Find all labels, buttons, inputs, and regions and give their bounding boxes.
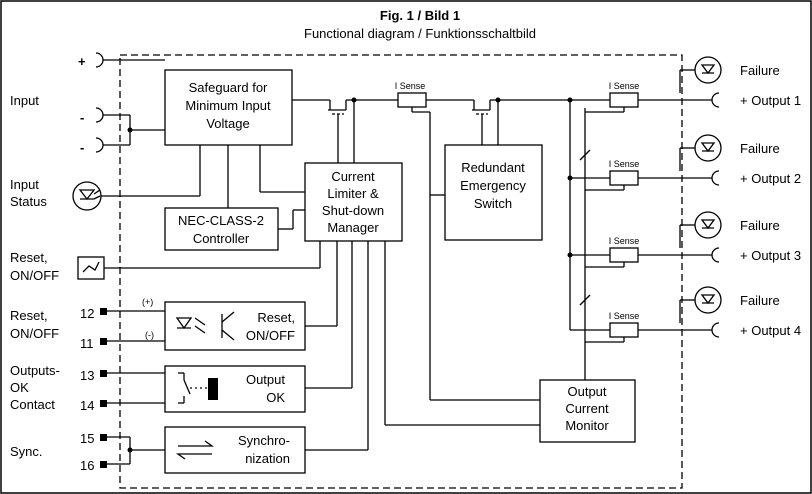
- terminal-11-label: 11: [80, 336, 94, 351]
- output-2-connector: [711, 170, 720, 186]
- redundant-line3: Switch: [474, 196, 512, 211]
- terminal-14-label: 14: [80, 398, 94, 413]
- sync-line1: Synchro-: [238, 433, 290, 448]
- label-reset-2b: ON/OFF: [10, 326, 59, 341]
- sync-arrows-icon: [175, 440, 215, 460]
- label-input-status-2: Status: [10, 194, 47, 209]
- input-minus2-connector: [95, 137, 104, 153]
- output-2-label: + Output 2: [740, 171, 801, 186]
- label-reset-1a: Reset,: [10, 250, 48, 265]
- terminal-13-label: 13: [80, 368, 94, 383]
- terminal-13[interactable]: [100, 370, 107, 377]
- output-1-connector: [711, 92, 720, 108]
- isense-out2-label: I Sense: [609, 159, 640, 169]
- label-reset-1b: ON/OFF: [10, 268, 59, 283]
- synchronization-block: [164, 426, 306, 474]
- device-enclosure: [119, 54, 683, 489]
- terminal-neg-label: (-): [145, 330, 154, 340]
- isense-1: [397, 92, 427, 108]
- title-line1: Fig. 1 / Bild 1: [380, 8, 460, 23]
- isense-out3: [609, 247, 639, 263]
- failure-3-label: Failure: [740, 218, 780, 233]
- terminal-pos-label: (+): [142, 297, 153, 307]
- failure-1-led-icon: [694, 56, 722, 84]
- nec-line2: Controller: [193, 231, 250, 246]
- sync-line2: nization: [245, 451, 290, 466]
- input-plus-connector: [95, 52, 104, 68]
- mosfet-2-icon: [472, 100, 491, 145]
- monitor-line2: Current: [565, 401, 609, 416]
- label-reset-2a: Reset,: [10, 308, 48, 323]
- output-3-connector: [711, 247, 720, 263]
- output-4-label: + Output 4: [740, 323, 801, 338]
- isense-out1: [609, 92, 639, 108]
- failure-1-label: Failure: [740, 63, 780, 78]
- label-sync: Sync.: [10, 444, 43, 459]
- failure-4-label: Failure: [740, 293, 780, 308]
- label-outputs-ok-3: Contact: [10, 397, 55, 412]
- limiter-line1: Current: [331, 169, 375, 184]
- redundant-line2: Emergency: [460, 178, 526, 193]
- bus-marker-2: [579, 294, 591, 306]
- output-ok-line1: Output: [246, 372, 285, 387]
- label-outputs-ok-2: OK: [10, 380, 29, 395]
- redundant-line1: Redundant: [461, 160, 525, 175]
- terminal-14[interactable]: [100, 400, 107, 407]
- terminal-minus1-label: -: [80, 110, 84, 125]
- failure-2-label: Failure: [740, 141, 780, 156]
- terminal-12[interactable]: [100, 308, 107, 315]
- terminal-15-label: 15: [80, 431, 94, 446]
- terminal-15[interactable]: [100, 434, 107, 441]
- bus-marker-1: [579, 149, 591, 161]
- failure-2-led-icon: [694, 134, 722, 162]
- limiter-line2: Limiter &: [327, 186, 379, 201]
- output-1-label: + Output 1: [740, 93, 801, 108]
- isense-out2: [609, 170, 639, 186]
- input-minus1-connector: [95, 107, 104, 123]
- nec-class2-block: [164, 207, 279, 251]
- safeguard-line3: Voltage: [206, 116, 249, 131]
- monitor-line1: Output: [567, 384, 606, 399]
- terminal-11[interactable]: [100, 338, 107, 345]
- reset-block-line2: ON/OFF: [246, 328, 295, 343]
- input-status-led-icon: [72, 181, 102, 211]
- limiter-line4: Manager: [327, 220, 379, 235]
- terminal-plus-label: +: [78, 54, 86, 69]
- relay-contact-icon: [178, 372, 218, 404]
- reset-block-line1: Reset,: [257, 310, 295, 325]
- redundant-switch-block: [444, 144, 543, 241]
- terminal-12-label: 12: [80, 306, 94, 321]
- isense-out4-label: I Sense: [609, 311, 640, 321]
- terminal-16-label: 16: [80, 458, 94, 473]
- failure-3-led-icon: [694, 211, 722, 239]
- output-current-monitor-block: [539, 379, 636, 443]
- nec-line1: NEC-CLASS-2: [178, 213, 264, 228]
- output-3-label: + Output 3: [740, 248, 801, 263]
- isense-out4: [609, 322, 639, 338]
- isense-out3-label: I Sense: [609, 236, 640, 246]
- isense-out1-label: I Sense: [609, 81, 640, 91]
- limiter-line3: Shut-down: [322, 203, 384, 218]
- output-4-connector: [711, 322, 720, 338]
- title-line2: Functional diagram / Funktionsschaltbild: [304, 26, 536, 41]
- mosfet-1-icon: [328, 100, 347, 163]
- failure-4-led-icon: [694, 286, 722, 314]
- label-input: Input: [10, 93, 39, 108]
- relay-coil-icon: [208, 378, 218, 400]
- terminal-16[interactable]: [100, 461, 107, 468]
- optocoupler-icon: [175, 311, 235, 341]
- output-ok-line2: OK: [266, 390, 285, 405]
- label-outputs-ok-1: Outputs-: [10, 363, 60, 378]
- safeguard-line1: Safeguard for: [189, 80, 268, 95]
- isense-1-label: I Sense: [395, 81, 426, 91]
- terminal-minus2-label: -: [80, 140, 84, 155]
- monitor-line3: Monitor: [565, 418, 609, 433]
- safeguard-line2: Minimum Input: [185, 98, 271, 113]
- label-input-status-1: Input: [10, 177, 39, 192]
